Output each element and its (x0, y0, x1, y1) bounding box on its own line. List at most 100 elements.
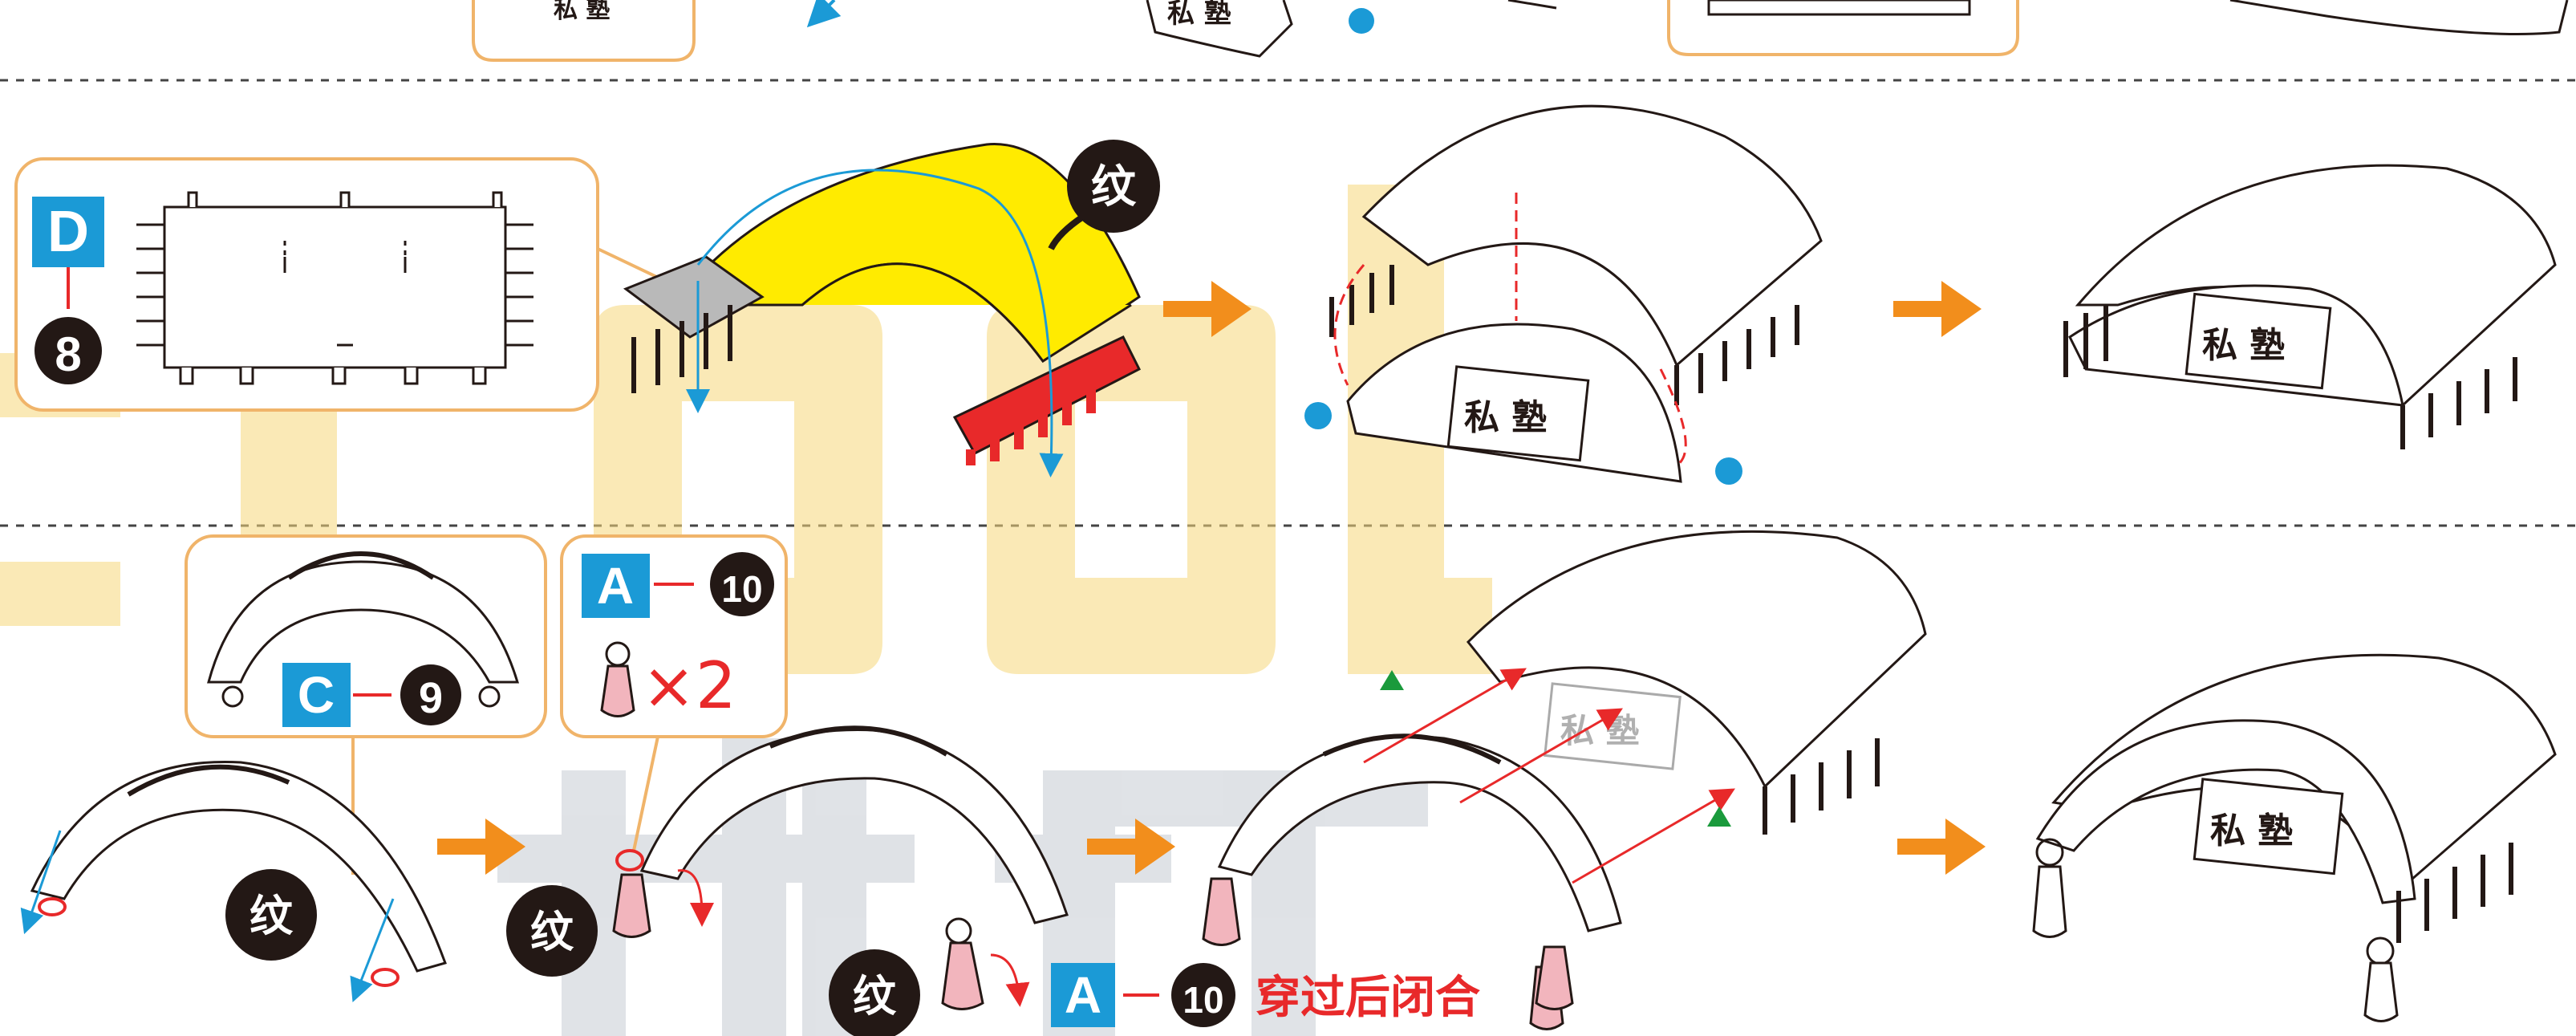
arch-left-crown (127, 764, 290, 797)
row3-stamp-middle-label: 纹 (530, 907, 574, 957)
finished-roof-signboard-text: 私 塾 (2202, 325, 2285, 366)
finished-pavilion-tassel-right (2363, 961, 2399, 1022)
row3-stamp-bottom-label: 纹 (853, 971, 897, 1022)
arch-left-blue-arrow-right (350, 898, 395, 1002)
finished-roof-row2: 私 塾 (2063, 164, 2557, 449)
caption-letter-badge (1051, 963, 1115, 1027)
caption-number-badge (1171, 963, 1235, 1027)
row1-panel-right (1667, 0, 2019, 56)
roof-assembly-step: 私 塾 (1304, 104, 1823, 485)
panel-c9-ring-right (478, 685, 501, 708)
panel-d8-number: 8 (55, 327, 81, 381)
row2-blue-dot-right (1715, 457, 1742, 485)
yellow-roof-left-teeth (631, 305, 732, 393)
part-d-flat (136, 191, 533, 385)
arch-mid-tassel (612, 873, 651, 938)
bottom-red-arrow (990, 953, 1030, 1007)
arch-piece-left: 纹 (20, 760, 447, 1002)
finished-pavilion-arch (2035, 719, 2416, 904)
orange-arrow-row3-2 (1087, 819, 1175, 875)
finished-pavilion-ring-right (2366, 936, 2395, 965)
panel-d8: D 8 (14, 157, 683, 412)
assembly-red-guide-1 (1363, 668, 1527, 764)
assembly-red-guide-3 (1572, 788, 1735, 884)
row2-blue-dot-left (1304, 402, 1332, 429)
roof-back-shell (1361, 104, 1823, 368)
panel-c9-letter: C (298, 666, 335, 724)
roof-signboard-text: 私 塾 (1464, 397, 1547, 438)
arch-left-ring-right (371, 968, 400, 987)
panel-c9-number-badge (400, 664, 461, 725)
panel-d8-letter: D (47, 200, 89, 264)
panel-a10-multiplier: ×2 (642, 648, 736, 723)
arch-mid-ring (615, 849, 644, 871)
panel-c9: C 9 (185, 534, 547, 875)
row1-signboard-text: 私 塾 (1167, 0, 1231, 30)
orange-arrow-row2-2 (1893, 281, 1982, 337)
assembly-ghost-signboard-text: 私 塾 (1560, 711, 1640, 750)
assembly-red-guide-2 (1459, 708, 1623, 804)
finished-pavilion-tassel-left (2032, 865, 2067, 938)
blue-arc-arrow-1 (696, 169, 1064, 477)
finished-pavilion: 私 塾 (2032, 653, 2557, 1022)
row2-stamp-label: 纹 (1091, 161, 1137, 213)
roof-arch-assembly: 私 塾 (1202, 530, 1927, 1010)
panel-a10-number-badge (710, 552, 774, 616)
row1-roof-right (2229, 0, 2569, 35)
caption-letter: A (1065, 966, 1101, 1024)
yellow-roof-left-edge (623, 255, 765, 339)
orange-arrow-row3-1 (437, 819, 525, 875)
assembly-tassel-left (1202, 877, 1241, 946)
row1-blue-dot (1349, 8, 1374, 34)
finished-pavilion-signboard-frame (2193, 778, 2344, 876)
roof-signboard-frame (1446, 365, 1590, 462)
caption-number: 10 (1183, 979, 1223, 1021)
row1-roof-edge (1507, 0, 1557, 10)
finished-roof-signboard-frame (2185, 292, 2332, 390)
panel-d8-letter-badge (32, 197, 104, 267)
yellow-roof-red-teeth (966, 389, 1096, 465)
roof-right-teeth (1674, 305, 1799, 405)
arch-left-blue-arrow-left (20, 830, 62, 935)
row1-signboard-banner (1146, 0, 1293, 58)
caption-text: 穿过后闭合 (1256, 972, 1480, 1024)
finished-pavilion-teeth (2396, 843, 2513, 943)
panel-c9-crown (287, 551, 435, 580)
row3-stamp-left-label: 纹 (249, 891, 294, 941)
assembly-tassel-right (1535, 945, 1574, 1010)
orange-arrow-row3-3 (1897, 819, 1986, 875)
row2-stamp-badge (1067, 140, 1160, 233)
arch-mid-crown (769, 725, 948, 757)
row2-stamp-tail (1048, 213, 1085, 250)
arch-left-body (30, 760, 447, 973)
row3-stamp-left-badge (225, 869, 317, 961)
assembly-ghost-signboard (1544, 682, 1681, 770)
assembly-green-marker-2 (1707, 806, 1731, 827)
panel-c9-number: 9 (419, 674, 443, 722)
panel-c9-letter-badge (282, 663, 351, 727)
yellow-roof-back (801, 262, 1132, 364)
finished-pavilion-signboard-text: 私 塾 (2210, 811, 2293, 851)
panel-d8-number-badge (34, 317, 102, 384)
assembly-green-marker-1 (1380, 670, 1404, 690)
caption-a10: A 10 穿过后闭合 (1051, 963, 1564, 1030)
finished-roof-teeth-left (2063, 305, 2108, 377)
row3-stamp-bottom-badge (829, 949, 920, 1036)
finished-roof-teeth-right (2400, 357, 2517, 449)
bottom-tassel-ring (945, 917, 972, 945)
assembly-roof-teeth-right (1763, 738, 1880, 835)
finished-pavilion-ring-left (2035, 838, 2064, 867)
row1-partial: 私 塾 私 塾 (472, 0, 2569, 62)
yellow-roof: 纹 (623, 140, 1160, 477)
arch-mid-red-arrow (677, 869, 714, 927)
panel-c9-ring-left (221, 685, 244, 708)
roof-left-teeth (1329, 265, 1394, 337)
bottom-tassel (941, 941, 984, 1010)
panel-a10: A 10 ×2 (560, 534, 788, 851)
panel-a10-number: 10 (721, 568, 762, 610)
panel-a10-pointer (632, 736, 659, 851)
row3-stamp-middle-badge (506, 885, 598, 977)
orange-arrow-row2-1 (1163, 281, 1251, 337)
arch-left-ring-left (38, 897, 67, 916)
